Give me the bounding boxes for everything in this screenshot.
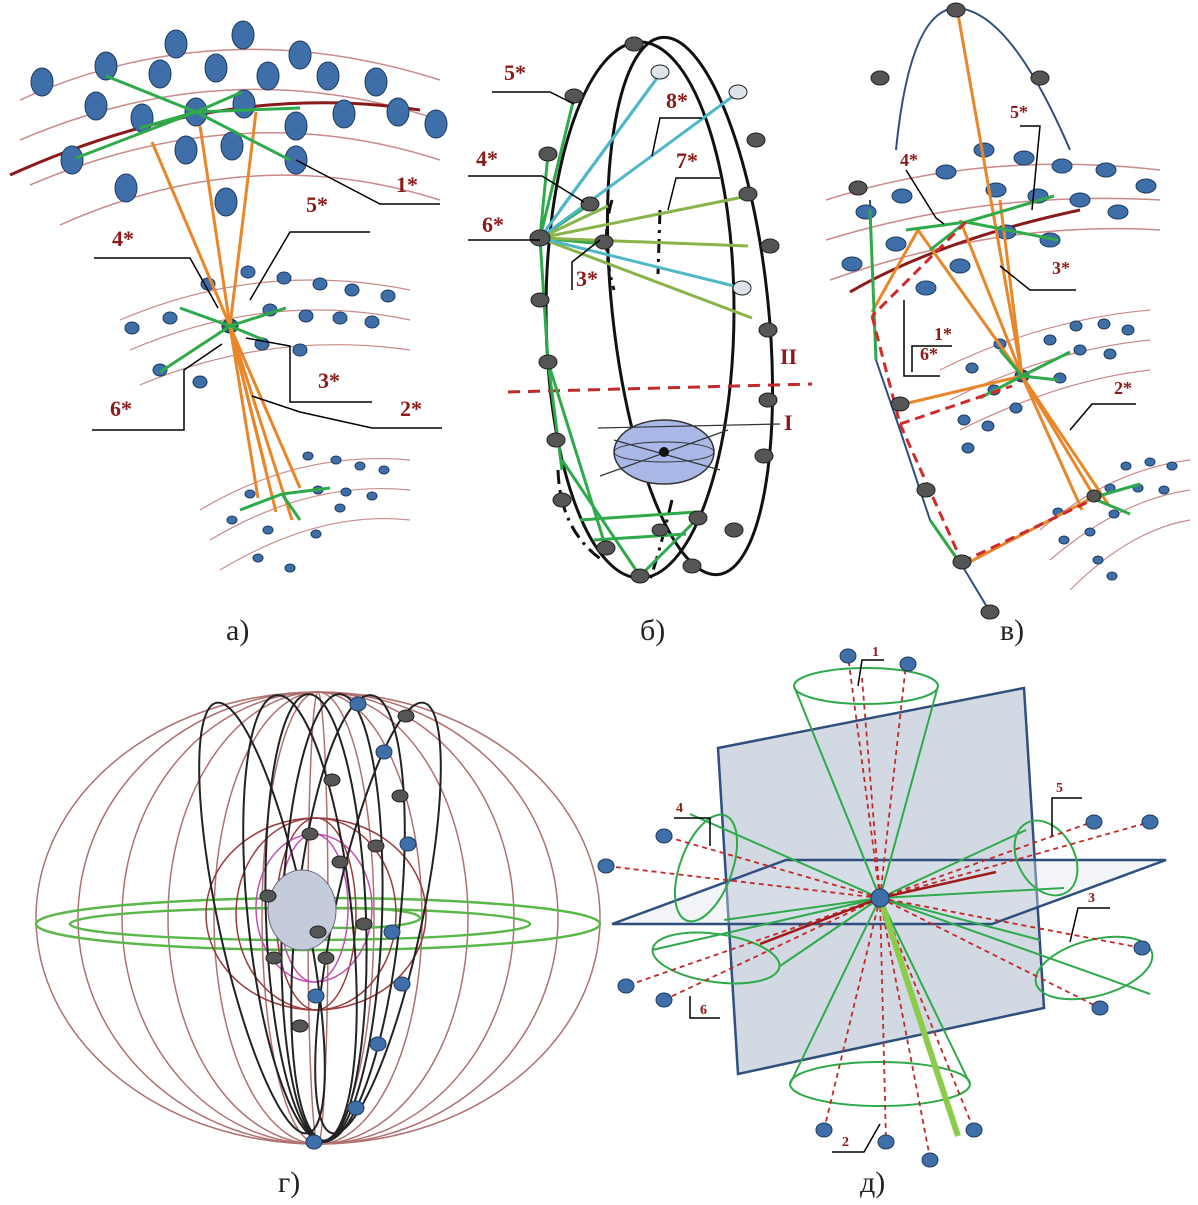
panel-a-bottom-satellites <box>226 451 390 573</box>
panel-a-leader-lines <box>92 159 442 431</box>
panel-b-leader-lines <box>468 91 720 290</box>
panel-v-gray-satellites <box>848 2 1102 620</box>
panel-b-label-3: 3* <box>576 266 598 291</box>
panel-a-top-satellites <box>30 20 448 217</box>
panel-d-vertical-plane <box>716 686 1046 1076</box>
panel-d-leader-lines <box>674 659 1110 1153</box>
panel-b-plane-label-I: I <box>784 410 793 435</box>
panel-d-red-links <box>759 870 997 946</box>
panel-v-label-4: 4* <box>900 150 918 170</box>
panel-v-caption: в) <box>1000 614 1024 647</box>
panel-b-plane-II <box>507 382 813 394</box>
panel-d-label-2: 2 <box>842 1135 849 1150</box>
panel-d-label-1: 1 <box>872 645 879 660</box>
panel-d-cones <box>651 667 1154 1107</box>
panel-d-label-6: 6 <box>700 1003 707 1018</box>
panel-v-label-3: 3* <box>1052 258 1070 278</box>
panel-b-label-5: 5* <box>504 60 526 85</box>
panel-v-label-5: 5* <box>1010 102 1028 122</box>
panel-d-dashed-links <box>605 655 1151 1159</box>
panel-b-label-6: 6* <box>482 212 504 237</box>
panel-v-bottom-orbits <box>1039 459 1191 591</box>
panel-v-top-satellites <box>841 142 1157 296</box>
panel-d: 1 2 3 4 5 6 д) <box>597 645 1167 1199</box>
panel-v-red-dashed-links <box>870 220 1093 564</box>
panel-a-label-1: 1* <box>396 172 418 197</box>
panel-b-olive-links <box>539 194 753 320</box>
panel-g-gray-satellites <box>259 709 415 1033</box>
panel-b-plane-label-II: II <box>780 344 797 369</box>
panel-b-caption: б) <box>640 614 665 647</box>
panel-v-label-2: 2* <box>1114 378 1132 398</box>
panel-b-light-satellites <box>650 64 752 296</box>
panel-g-caption: г) <box>278 1166 300 1199</box>
panel-b-cyan-links <box>538 73 743 290</box>
panel-v-label-1: 1* <box>934 324 952 344</box>
panel-d-label-5: 5 <box>1056 781 1063 796</box>
panel-a-orange-links <box>150 111 302 521</box>
panel-b-satellites <box>529 36 780 584</box>
panel-b-label-4: 4* <box>476 146 498 171</box>
panel-a-bottom-orbits <box>199 457 411 571</box>
panel-b-label-7: 7* <box>676 148 698 173</box>
panel-a-caption: а) <box>226 614 249 647</box>
panel-a-green-links <box>75 74 331 521</box>
panel-a-label-2: 2* <box>400 396 422 421</box>
panel-v: 4* 5* 3* 1* 6* 2* в) <box>825 2 1191 647</box>
panel-d-green-beam <box>877 897 961 1137</box>
panel-g-earth <box>267 869 337 951</box>
panel-d-label-4: 4 <box>676 801 683 816</box>
panel-v-bottom-satellites <box>1052 457 1178 581</box>
panel-d-label-3: 3 <box>1088 891 1095 906</box>
panel-d-caption: д) <box>860 1166 885 1199</box>
panel-v-label-6: 6* <box>920 344 938 364</box>
panel-a-label-3: 3* <box>318 368 340 393</box>
panel-d-center-satellite <box>870 888 890 908</box>
panel-v-top-orbits <box>825 163 1161 281</box>
panel-g: г) <box>34 691 602 1199</box>
panel-d-satellites <box>597 648 1159 1168</box>
panel-b-earth <box>597 419 781 485</box>
panel-v-leader-lines <box>903 125 1136 431</box>
panel-g-blue-satellites <box>305 696 417 1150</box>
panel-a: 1* 2* 3* 4* 5* 6* а) <box>9 20 448 647</box>
panel-a-label-6: 6* <box>110 396 132 421</box>
panel-a-label-4: 4* <box>112 226 134 251</box>
panel-b-label-8: 8* <box>666 88 688 113</box>
panel-b: 5* 4* 6* 3* 7* 8* II I б) <box>468 35 813 647</box>
panel-a-label-5: 5* <box>306 192 328 217</box>
